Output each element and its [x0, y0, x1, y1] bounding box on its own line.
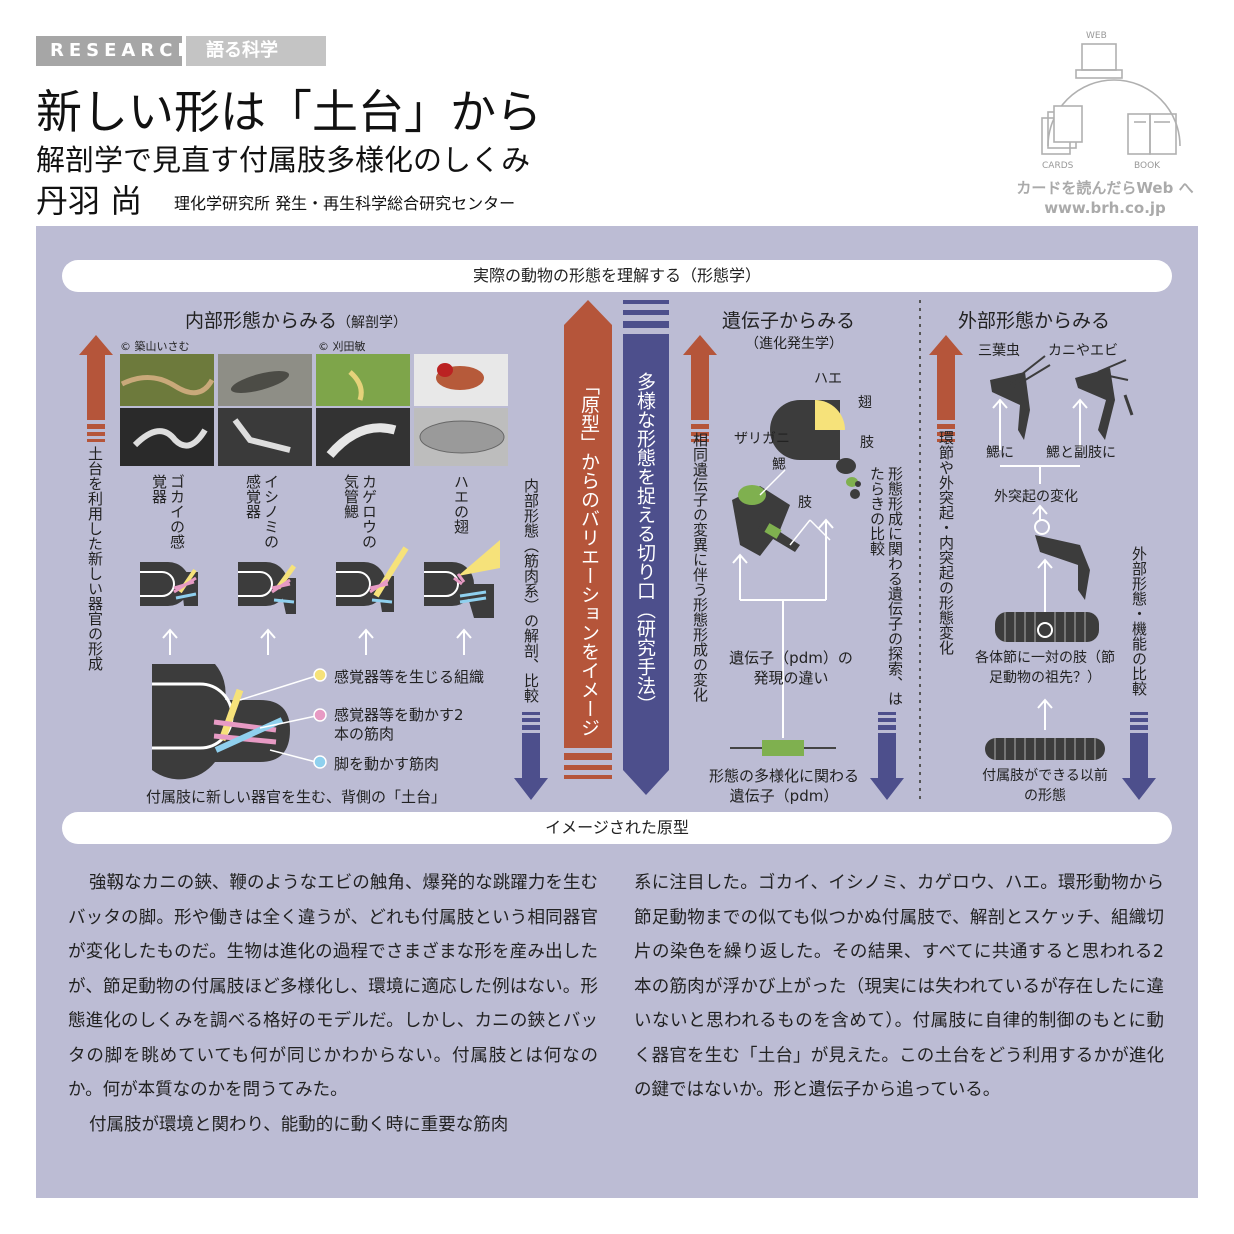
photo-credit-2: © 刈田敏	[318, 340, 366, 353]
branched-limb	[1035, 535, 1090, 600]
internal-right-arrow-text: 内部形態（筋肉系）の解剖、比較	[522, 478, 540, 703]
author-affiliation: 理化学研究所 発生・再生科学総合研究センター	[174, 194, 516, 213]
body-paragraph-2: 付属肢が環境と関わり、能動的に動く時に重要な筋肉	[89, 1114, 509, 1135]
legend-cyan-dot	[313, 755, 327, 769]
label-crab-shrimp: カニやエビ	[1048, 343, 1118, 359]
web-link-caption: カードを読んだらWeb へ	[1016, 179, 1194, 197]
gene-right-arrow-text: 形態形成に関わる遺伝子の探索、はたらきの比較	[868, 466, 904, 706]
internal-left-arrow-text: 土台を利用した新しい器官の形成	[86, 446, 104, 671]
label-outgrowth-change: 外突起の変化	[994, 489, 1078, 505]
internal-heading: 内部形態からみる（解剖学）	[185, 310, 408, 332]
small-base-diagrams	[140, 540, 500, 618]
label-ancestor: 各体節に一対の肢（節足動物の祖先？）	[975, 650, 1115, 686]
label-fly-limb: 肢	[860, 435, 874, 451]
blue-arrow-external	[1122, 733, 1156, 800]
sem-bristletail	[218, 408, 312, 466]
blue-down-arrows	[514, 712, 1156, 800]
legend-yellow-dot	[313, 668, 327, 682]
external-right-arrow-text: 外部形態・機能の比較	[1130, 546, 1148, 696]
blue-arrow-internal	[514, 733, 548, 800]
bottom-bar: イメージされた原型	[62, 812, 1172, 844]
legend-tissue: 感覚器等を生じる組織	[334, 668, 485, 686]
center-red-text: 「原型」からのバリエーションをイメージ	[578, 376, 600, 737]
gene-diagram	[730, 400, 861, 756]
category-label: 語る科学	[186, 36, 326, 66]
gene-pdm-bar	[762, 740, 804, 756]
label-bristletail: イシノミの感覚器	[244, 474, 280, 549]
logo-book-text: BOOK	[1134, 161, 1161, 171]
web-link-url[interactable]: www.brh.co.jp	[1044, 199, 1166, 217]
label-to-gill-limb: 鰓と副肢に	[1046, 445, 1116, 461]
center-blue-arrow	[623, 300, 669, 795]
gene-pdm-label: 形態の多様化に関わる遺伝子（pdm）	[708, 767, 859, 805]
label-fly-wing: ハエの翅	[452, 474, 470, 534]
author-name: 丹羽 尚	[36, 182, 143, 220]
label-pre-limb: 付属肢ができる以前の形態	[982, 768, 1108, 804]
external-heading: 外部形態からみる	[958, 310, 1111, 332]
legend-two-muscles: 感覚器等を動かす2本の筋肉	[334, 706, 464, 743]
label-polychaete: ゴカイの感覚器	[150, 474, 186, 549]
label-mayfly: カゲロウの気管鰓	[342, 474, 378, 549]
gene-heading: 遺伝子からみる	[722, 310, 856, 332]
page-title: 新しい形は「土台」から	[36, 85, 542, 139]
blue-arrow-gene	[870, 733, 904, 800]
external-left-arrow-text: 環節や外突起・内突起の形態変化	[937, 430, 955, 655]
gene-left-arrow-text: 相同遺伝子の変異に伴う形態形成の変化	[691, 432, 709, 702]
label-crayfish-limb: 肢	[798, 495, 812, 511]
legend-pink-dot	[313, 708, 327, 722]
label-wing: 翅	[858, 395, 872, 411]
top-bar: 実際の動物の形態を理解する（形態学）	[62, 260, 1172, 292]
logo-cards-text: CARDS	[1042, 161, 1074, 171]
category-tag: RESEARCH 語る科学	[36, 36, 326, 66]
photo-credit-1: © 築山いさむ	[120, 340, 190, 353]
research-tag: RESEARCH	[36, 36, 192, 66]
red-arrow-external	[929, 335, 963, 420]
red-up-arrows	[79, 335, 963, 442]
photo-grid	[120, 354, 508, 466]
trilobite-limb	[990, 372, 1030, 440]
label-to-gill: 鰓に	[986, 445, 1014, 461]
body-column-right: 系に注目した。ゴカイ、イシノミ、カゲロウ、ハエ。環形動物から節足動物までの似ても…	[634, 873, 1164, 1100]
ancestor-body	[995, 612, 1099, 642]
external-diagram	[985, 355, 1134, 760]
gene-heading-small: （進化発生学）	[745, 336, 843, 352]
web-link[interactable]: カードを読んだらWeb へ www.brh.co.jp	[1010, 178, 1200, 218]
web-cards-book-logo: WEB CARDS BOOK	[1041, 31, 1181, 171]
body-paragraph-1: 強靱なカニの鋏、鞭のようなエビの触角、爆発的な跳躍力を生むバッタの脚。形や働きは…	[68, 873, 598, 1100]
label-gill: 鰓	[772, 457, 786, 473]
logo-web-text: WEB	[1086, 31, 1107, 41]
large-base-diagram	[152, 664, 327, 780]
center-red-arrow	[564, 300, 612, 779]
crab-limb	[1075, 368, 1115, 440]
base-caption: 付属肢に新しい器官を生む、背側の「土台」	[146, 788, 447, 806]
red-arrow-internal	[79, 335, 113, 420]
center-blue-text: 多様な形態を捉える切り口（研究手法）	[634, 372, 656, 714]
label-fly: ハエ	[814, 371, 842, 387]
body-column-left: 強靱なカニの鋏、鞭のようなエビの触角、爆発的な跳躍力を生むバッタの脚。形や働きは…	[68, 866, 598, 1142]
gene-expression-text: 遺伝子（pdm）の発現の違い	[729, 649, 853, 687]
page-subtitle: 解剖学で見直す付属肢多様化のしくみ	[36, 143, 531, 177]
legend-leg-muscle: 脚を動かす筋肉	[334, 755, 440, 773]
sem-mayfly	[316, 408, 410, 466]
label-trilobite: 三葉虫	[978, 343, 1020, 359]
red-arrow-gene	[683, 335, 717, 420]
white-up-arrows	[162, 628, 472, 655]
label-crayfish: ザリガニ	[734, 431, 790, 447]
